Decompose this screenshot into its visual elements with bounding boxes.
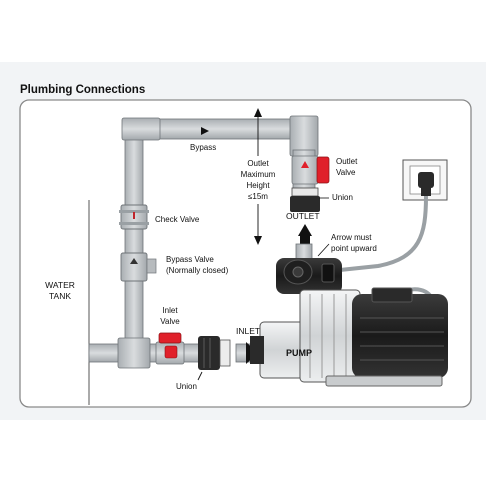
height-arrow-top — [254, 108, 262, 117]
union-top-label: Union — [332, 193, 353, 202]
arrow-note-leader — [317, 243, 330, 257]
inlet-label: INLET — [236, 326, 260, 336]
outlet-flow-arrow — [298, 224, 312, 236]
outlet-label: OUTLET — [286, 211, 320, 221]
inlet-valve — [155, 332, 185, 365]
bypass-flow-arrow — [201, 127, 209, 135]
arrow-note-1: Arrow must — [331, 233, 372, 242]
height-arrow-bottom — [254, 236, 262, 245]
power-cable-upper — [339, 195, 428, 272]
bypass-valve-label-1: Bypass Valve — [166, 255, 214, 264]
inlet-union — [198, 336, 231, 370]
outlet-arrow-stem — [300, 236, 310, 244]
height-label-bg — [236, 156, 280, 204]
bypass-label: Bypass — [190, 143, 216, 152]
height-label-4: ≤15m — [248, 192, 268, 201]
height-label-1: Outlet — [247, 159, 269, 168]
water-tank-label-2: TANK — [49, 291, 71, 301]
arrow-note-2: point upward — [331, 244, 377, 253]
diagram-title: Plumbing Connections — [20, 84, 145, 96]
outlet-valve-label-1: Outlet — [336, 157, 358, 166]
outlet-union — [290, 187, 320, 212]
union-leader — [197, 371, 203, 381]
wall-socket — [402, 159, 448, 201]
union-bottom-label: Union — [176, 382, 197, 391]
inlet-valve-label-2: Valve — [160, 317, 180, 326]
outlet-valve-label-2: Valve — [336, 168, 356, 177]
bypass-valve — [120, 252, 157, 282]
water-tank-label-1: WATER — [45, 280, 75, 290]
height-label-2: Maximum — [241, 170, 276, 179]
pump-label: PUMP — [286, 348, 312, 358]
pump-assembly — [250, 243, 448, 387]
bypass-valve-label-2: (Normally closed) — [166, 266, 229, 275]
outlet-valve — [291, 155, 330, 185]
check-valve-label: Check Valve — [155, 215, 200, 224]
height-label-3: Height — [246, 181, 270, 190]
inlet-valve-label-1: Inlet — [162, 306, 178, 315]
check-valve — [119, 204, 149, 230]
